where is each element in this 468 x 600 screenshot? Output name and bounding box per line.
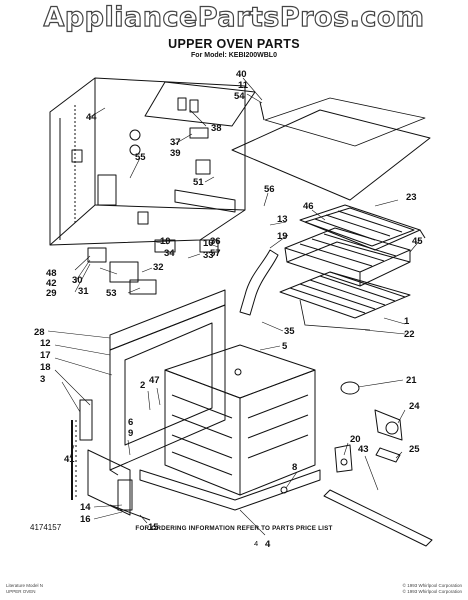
callout-label-57: 57 [210, 248, 221, 259]
watermark-text: AppliancePartsPros.com [43, 1, 425, 33]
oven-cavity-drawing [164, 344, 316, 496]
callout-label-16: 16 [80, 514, 91, 525]
callout-label-10: 10 [203, 238, 214, 249]
page-number: 4 [254, 539, 259, 548]
callout-label-38: 38 [211, 123, 222, 134]
callout-label-44: 44 [86, 112, 97, 123]
callout-label-55: 55 [135, 152, 146, 163]
callout-label-20: 20 [350, 434, 361, 445]
callout-label-56: 56 [264, 184, 275, 195]
callout-label-24: 24 [409, 401, 420, 412]
element-bracket [334, 444, 353, 473]
oven-rack-lower [279, 271, 411, 331]
broil-element-drawing [299, 204, 426, 251]
diagram-title: UPPER OVEN PARTS [168, 37, 300, 51]
back-panel-drawing [49, 77, 246, 246]
callout-label-9: 9 [128, 428, 133, 439]
callout-label-13: 13 [277, 214, 288, 225]
drawing-part-number: 4174157 [30, 523, 62, 532]
callout-label-3: 3 [40, 374, 45, 385]
callout-label-22: 22 [404, 329, 415, 340]
callout-label-46: 46 [303, 201, 314, 212]
callout-label-2: 2 [140, 380, 145, 391]
bottom-trim [139, 469, 321, 511]
ordering-note: FOR ORDERING INFORMATION REFER TO PARTS … [135, 525, 333, 532]
callout-label-51: 51 [193, 177, 204, 188]
fine-print-left-1: Literature Model N [6, 583, 44, 588]
callout-label-43: 43 [358, 444, 369, 455]
callout-label-39: 39 [170, 148, 181, 159]
callout-label-36: 36 [210, 236, 221, 247]
callout-label-4: 4 [265, 539, 271, 550]
callout-label-12: 12 [40, 338, 51, 349]
callout-label-18: 18 [40, 362, 51, 373]
fine-print-right-1: © 1993 Whirlpool Corporation [402, 583, 462, 588]
callout-label-31: 31 [78, 286, 89, 297]
top-panel-drawing [144, 81, 256, 175]
callout-label-48: 48 [46, 268, 57, 279]
callout-label-42: 42 [46, 278, 57, 289]
callout-label-29: 29 [46, 288, 57, 299]
callout-label-41: 41 [64, 454, 75, 465]
side-trim-drawing [71, 399, 93, 500]
callout-label-23: 23 [406, 192, 417, 203]
callout-label-25: 25 [409, 444, 420, 455]
callout-label-45: 45 [412, 236, 423, 247]
light-socket [374, 409, 403, 463]
light-lens [340, 381, 360, 395]
callout-label-37: 37 [170, 137, 181, 148]
callout-label-15: 15 [148, 522, 159, 533]
fine-print-left-2: UPPER OVEN [6, 589, 36, 594]
callout-label-28: 28 [34, 327, 45, 338]
callout-label-10: 10 [160, 236, 171, 247]
callout-label-35: 35 [284, 326, 295, 337]
callout-label-32: 32 [153, 262, 164, 273]
callout-label-34: 34 [164, 248, 175, 259]
callout-label-21: 21 [406, 375, 417, 386]
callout-label-19: 19 [277, 231, 288, 242]
callout-label-33: 33 [203, 250, 214, 261]
diagram-subtitle: For Model: KEBI200WBL0 [191, 52, 277, 59]
callout-label-53: 53 [106, 288, 117, 299]
callout-label-54: 54 [234, 91, 245, 102]
callout-label-40: 40 [236, 69, 247, 80]
fine-print-right-2: © 1993 Whirlpool Corporation [402, 589, 462, 594]
callout-label-14: 14 [80, 502, 91, 513]
callout-label-8: 8 [292, 462, 297, 473]
callout-label-47: 47 [149, 375, 160, 386]
callout-label-1: 1 [404, 316, 410, 327]
callout-label-5: 5 [282, 341, 288, 352]
hinge-drawing [87, 449, 151, 521]
side-rail [323, 489, 433, 547]
callout-label-17: 17 [40, 350, 51, 361]
callout-label-11: 11 [238, 80, 249, 91]
leader-lines [47, 77, 421, 536]
callout-label-30: 30 [72, 275, 83, 286]
front-frame-drawing [109, 289, 226, 476]
sensor-probe [239, 249, 279, 316]
callout-label-6: 6 [128, 417, 133, 428]
insulation-sheet [231, 109, 431, 201]
callout-labels: 4011544438373955515623461345103436571033… [34, 69, 423, 550]
